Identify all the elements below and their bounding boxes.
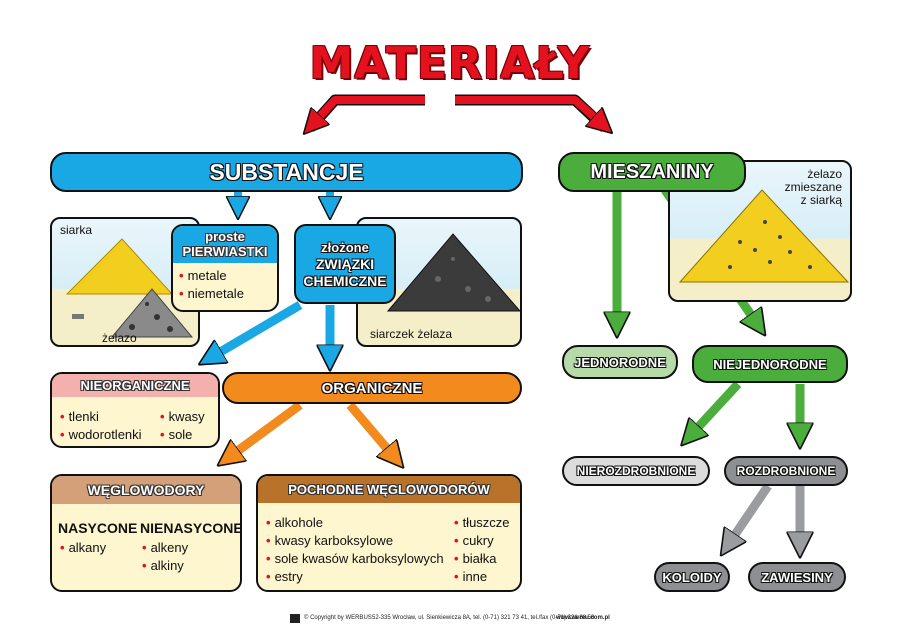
nierozdrobnione-box: NIEROZDROBNIONE [562,456,710,486]
list-item: •inne [454,569,488,584]
list-item: •estry [266,569,303,584]
nasycone-label: NASYCONE [58,520,138,536]
mieszaniny-bar: MIESZANINY [558,152,746,192]
list-item: •sole kwasów karboksylowych [266,551,444,566]
niejednorodne-box: NIEJEDNORODNE [692,345,848,383]
rozdrobnione-box: ROZDROBNIONE [724,456,848,486]
chemiczne-label: CHEMICZNE [303,272,387,289]
zwiazki-label: ZWIĄZKI [315,255,375,272]
list-item: •białka [454,551,497,566]
weglowodory-label: WĘGLOWODORY [52,476,240,504]
zelazo-label: żelazo [102,331,137,345]
mixture-label-line: zmieszane [784,180,842,194]
sulfur-iron-heaps-icon [65,238,194,338]
list-item: •tłuszcze [454,515,510,530]
diagram-title: MATERIAŁY [309,38,591,89]
list-item: •cukry [454,533,494,548]
substancje-bar: SUBSTANCJE [50,152,523,192]
list-item: •kwasy karboksylowe [266,533,394,548]
list-item: •kwasy [160,409,205,424]
zawiesiny-box: ZAWIESINY [748,562,846,592]
zwiazki-chemiczne-box: złożone ZWIĄZKI CHEMICZNE [294,224,396,304]
list-item: •sole [160,427,193,442]
pochodne-box: POCHODNE WĘGLOWODORÓW •alkohole •kwasy k… [256,474,522,592]
list-item: •alkiny [142,558,184,573]
weglowodory-box: WĘGLOWODORY NASYCONE NIENASYCONE •alkany… [50,474,242,592]
nienasycone-label: NIENASYCONE [140,520,242,536]
organiczne-bar: ORGANICZNE [222,372,522,404]
siarczek-label: siarczek żelaza [370,327,453,341]
pierwiastki-label: PIERWIASTKI [182,244,268,259]
nieorganiczne-label: NIEORGANICZNE [52,374,218,397]
list-item: •wodorotlenki [60,427,142,442]
mixture-label-line: żelazo [807,167,842,181]
list-item: •tlenki [60,409,99,424]
proste-pierwiastki-box: proste PIERWIASTKI •metale •niemetale [171,224,279,312]
zlozone-label: złożone [321,239,369,255]
list-item: •metale [179,268,227,283]
list-item: •alkohole [266,515,323,530]
iron-sulfur-mixture-icon [678,189,850,283]
publisher-logo-icon [290,614,300,623]
footer-address: 52-335 Wrocław, ul. Sienkiewicza 8A, tel… [372,615,595,621]
footer-website: www.wereu.com.pl [556,615,610,621]
siarka-label: siarka [60,223,93,237]
nieorganiczne-box: NIEORGANICZNE •tlenki •wodorotlenki •kwa… [50,372,220,448]
list-item: •alkany [60,540,107,555]
pochodne-label: POCHODNE WĘGLOWODORÓW [258,476,520,503]
list-item: •niemetale [179,286,244,301]
mixture-label-line: z siarką [800,193,842,207]
proste-label: proste [205,229,245,244]
iron-sulfide-heap-icon [386,233,520,312]
list-item: •alkeny [142,540,189,555]
koloidy-box: KOLOIDY [654,562,730,592]
footer-copyright: © Copyright by WERBUS [304,615,372,621]
jednorodne-box: JEDNORODNE [562,345,678,379]
